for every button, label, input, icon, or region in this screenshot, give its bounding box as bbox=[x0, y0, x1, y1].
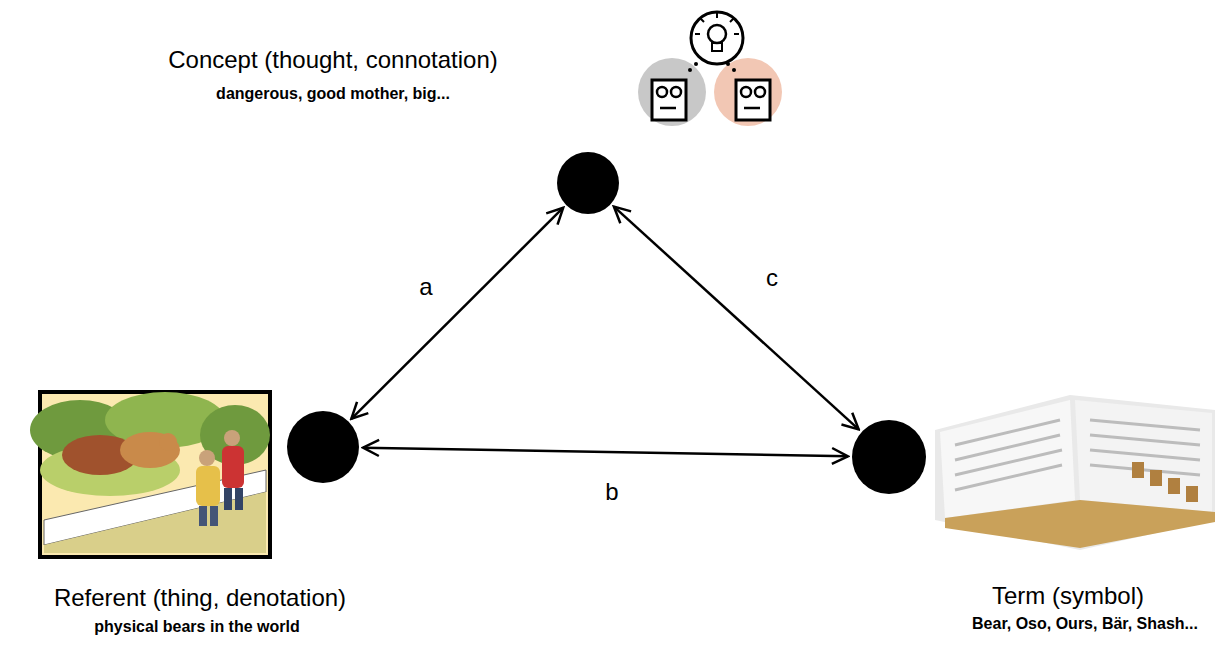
node-examples: dangerous, good mother, big... bbox=[216, 84, 450, 103]
dictionary-photo bbox=[935, 395, 1215, 550]
bears-picture bbox=[30, 392, 270, 557]
relation-arrow bbox=[363, 448, 848, 457]
node-heading: Term (symbol) bbox=[992, 582, 1144, 611]
node-examples: Bear, Oso, Ours, Bär, Shash... bbox=[972, 614, 1198, 633]
node-heading: Concept (thought, connotation) bbox=[168, 46, 498, 75]
term-node-circle: Concept (thought, connotation)dangerous,… bbox=[557, 152, 619, 214]
term-node-circle: Term (symbol)Bear, Oso, Ours, Bär, Shash… bbox=[852, 420, 926, 494]
edge-letter: b bbox=[603, 478, 620, 507]
node-heading: Referent (thing, denotation) bbox=[54, 584, 346, 613]
edge-letter: c bbox=[764, 264, 780, 293]
node-examples: physical bears in the world bbox=[94, 617, 299, 636]
edge-letter: a bbox=[417, 273, 434, 302]
thinking-heads-icon bbox=[638, 12, 782, 126]
relation-arrow bbox=[614, 207, 859, 430]
relation-arrow bbox=[351, 208, 563, 419]
term-node-circle: Referent (thing, denotation)physical bea… bbox=[287, 411, 359, 483]
